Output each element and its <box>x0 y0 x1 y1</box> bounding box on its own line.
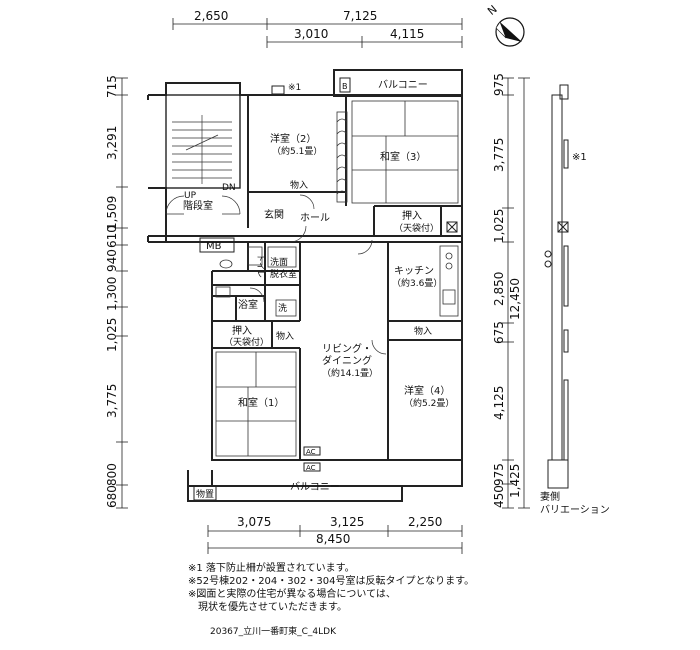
room-youshitsu-4: 洋室（4） <box>404 384 450 397</box>
bottom-dimensions <box>207 525 463 554</box>
room-datsui: 脱衣室 <box>270 268 297 280</box>
side-mark: ※1 <box>572 152 587 163</box>
fixture-boxes <box>193 77 458 501</box>
room-youshitsu-2: 洋室（2） <box>270 132 316 145</box>
dim-right-6: 4,125 <box>492 386 506 420</box>
note-4: 現状を優先させていただきます。 <box>188 602 347 613</box>
dim-right-9: 450 <box>492 485 506 508</box>
dim-right-8: 1,425 <box>508 464 522 498</box>
room-mark-1: ※1 <box>288 83 301 93</box>
room-kitchen-area: （約3.6畳） <box>392 277 442 289</box>
room-hall: ホール <box>300 212 330 224</box>
room-oshiire-top: 押入 <box>402 209 422 222</box>
kitchen-counter <box>439 245 459 317</box>
room-balcony-top: バルコニー <box>378 79 428 91</box>
dim-left-7: 1,025 <box>105 318 119 352</box>
bath-fixtures <box>215 246 297 317</box>
right-dimensions <box>502 77 530 509</box>
room-toilet: トイレ <box>256 254 265 278</box>
dim-left-9: 800 <box>105 463 119 486</box>
dim-right-7: 975 <box>492 463 506 486</box>
room-yokushitsu: 浴室 <box>238 298 258 311</box>
tatami-washitsu-3 <box>351 100 459 204</box>
note-1: ※1 落下防止柵が設置されています。 <box>188 563 355 574</box>
dim-right-3: 1,025 <box>492 209 506 243</box>
room-living-2: ダイニング <box>322 354 372 367</box>
dim-right-1: 975 <box>492 73 506 96</box>
compass-label: N <box>485 3 500 18</box>
side-caption-1: 妻側 <box>540 490 560 503</box>
room-living-area: （約14.1畳） <box>322 367 378 379</box>
room-sen: 洗 <box>278 302 287 314</box>
room-youshitsu-4-area: （約5.2畳） <box>404 397 454 409</box>
room-youshitsu-2-area: （約5.1畳） <box>272 145 322 157</box>
dim-left-3: 1,509 <box>105 196 119 230</box>
room-b: B <box>342 82 348 91</box>
room-balcony-bottom: バルコニー <box>290 481 340 493</box>
room-kaidanshitsu: 階段室 <box>183 199 213 212</box>
stair-up: UP <box>184 191 197 201</box>
dim-top-3: 3,010 <box>294 27 328 41</box>
top-dimensions <box>172 18 463 48</box>
dim-bottom-2: 3,125 <box>330 515 364 529</box>
room-ac-1: AC <box>306 448 316 456</box>
note-2: ※52号棟202・204・302・304号室は反転タイプとなります。 <box>188 576 475 587</box>
dim-left-5: 940 <box>105 249 119 272</box>
left-dimensions <box>116 77 128 509</box>
room-genkan: 玄関 <box>264 208 284 221</box>
tatami-washitsu-1 <box>215 351 297 457</box>
room-washitsu-3: 和室（3） <box>380 150 426 163</box>
room-senmen: 洗面 <box>270 256 288 268</box>
dim-bottom-3: 2,250 <box>408 515 442 529</box>
room-mb: MB <box>206 241 222 252</box>
room-washitsu-1: 和室（1） <box>238 396 284 409</box>
dim-right-2: 3,775 <box>492 138 506 172</box>
footer-id: 20367_立川一番町東_C_4LDK <box>210 627 336 637</box>
stair-dn: DN <box>222 183 236 193</box>
dim-left-1: 715 <box>105 75 119 98</box>
room-oshiire-left-sub: （天袋付） <box>224 336 269 348</box>
dim-right-5: 675 <box>492 321 506 344</box>
dim-left-6: 1,300 <box>105 277 119 311</box>
room-oshiire-left: 押入 <box>232 324 252 337</box>
dim-right-total: 12,450 <box>508 278 522 320</box>
room-nyu-left: 物入 <box>276 330 294 342</box>
room-living-1: リビング・ <box>322 342 372 355</box>
room-nyu-right: 物入 <box>414 325 432 337</box>
room-oshiire-top-sub: （天袋付） <box>394 222 439 234</box>
walls <box>147 69 463 502</box>
room-kitchen: キッチン <box>394 265 434 277</box>
dim-right-4: 2,850 <box>492 272 506 306</box>
closet-shelf <box>336 111 348 203</box>
room-nyu-top: 物入 <box>290 179 308 191</box>
room-ac-2: AC <box>306 464 316 472</box>
side-variation <box>544 84 569 489</box>
dim-top-1: 2,650 <box>194 9 228 23</box>
room-monooki: 物置 <box>196 488 214 500</box>
stair-treads <box>172 115 232 184</box>
dim-left-10: 680 <box>105 485 119 508</box>
side-caption-2: バリエーション <box>540 504 610 516</box>
dim-bottom-total: 8,450 <box>316 532 350 546</box>
note-3: ※図面と実際の住宅が異なる場合については、 <box>188 589 396 600</box>
dim-left-2: 3,291 <box>105 126 119 160</box>
doors <box>165 194 387 355</box>
compass-icon <box>495 17 525 47</box>
dim-top-4: 4,115 <box>390 27 424 41</box>
dim-bottom-1: 3,075 <box>237 515 271 529</box>
dim-left-4: 610 <box>105 225 119 248</box>
dim-left-8: 3,775 <box>105 384 119 418</box>
dim-top-2: 7,125 <box>343 9 377 23</box>
